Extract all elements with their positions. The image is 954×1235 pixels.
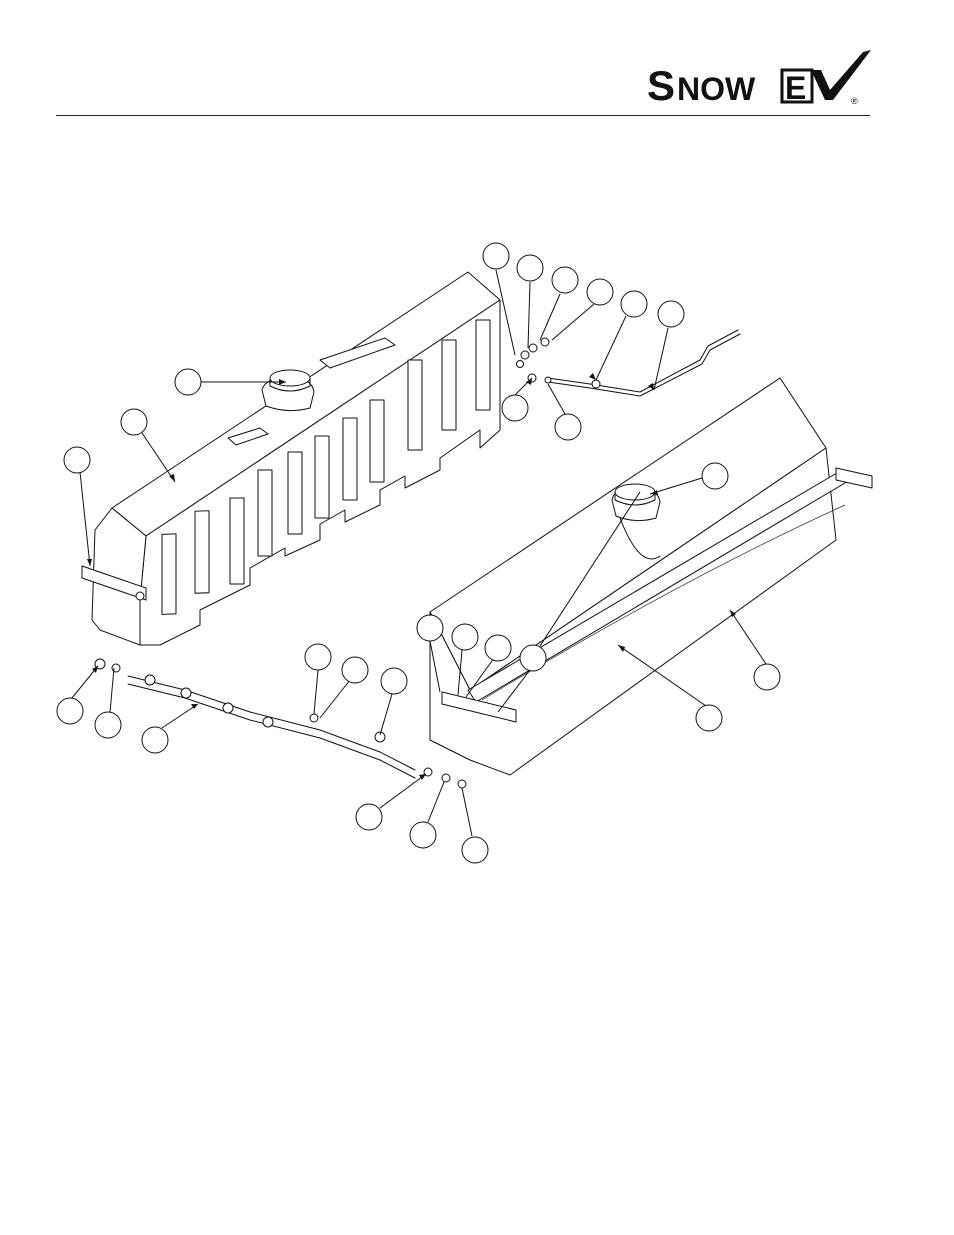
- fitting-a: [521, 351, 529, 359]
- callout-bubble: [555, 414, 581, 440]
- callout-bubble: [696, 705, 722, 731]
- upper-hose: [548, 330, 738, 392]
- hose-clamp-1: [145, 675, 155, 685]
- fitting-mid-1: [310, 714, 318, 722]
- callout-bubble: [587, 279, 613, 305]
- callout-bubble: [342, 657, 368, 683]
- left-tank-cap: [270, 370, 310, 386]
- callout-bubble: [417, 615, 443, 641]
- right-tank-cap: [615, 484, 655, 500]
- callout-bubble: [356, 804, 382, 830]
- fitting-f: [545, 377, 551, 383]
- callout-bubble: [305, 644, 331, 670]
- hose-clamp-2: [181, 688, 191, 698]
- callout-bubble: [502, 395, 528, 421]
- fitting-end-2: [442, 774, 450, 782]
- callout-bubble: [142, 727, 168, 753]
- callout-bubble: [175, 369, 201, 395]
- fitting-c: [541, 338, 549, 346]
- lower-hose-edge: [128, 684, 415, 778]
- lower-hose-assembly: [95, 659, 466, 788]
- callout-bubble: [57, 698, 83, 724]
- callout-bubble: [64, 447, 90, 473]
- fitting-left-2: [112, 664, 120, 672]
- callout-bubble: [754, 664, 780, 690]
- callout-bubble: [520, 645, 546, 671]
- callout-bubble: [621, 291, 647, 317]
- callout-bubble: [95, 712, 121, 738]
- fitting-b: [529, 344, 537, 352]
- callout-bubble: [702, 463, 728, 489]
- fitting-end-3: [458, 780, 466, 788]
- callout-bubble: [410, 822, 436, 848]
- callout-bubble: [517, 255, 543, 281]
- callout-bubble: [485, 635, 511, 661]
- callout-bubble: [121, 409, 147, 435]
- left-tank: [82, 272, 500, 645]
- left-bracket-bolt: [136, 592, 144, 600]
- callout-bubble: [552, 267, 578, 293]
- right-tank: [430, 378, 872, 775]
- upper-hose-edge: [548, 334, 740, 396]
- fitting-d: [517, 361, 524, 368]
- hose-clamp-3: [223, 703, 233, 713]
- upper-hose-assembly: [517, 330, 741, 396]
- hose-clamp-upper: [592, 380, 600, 388]
- callout-bubble: [462, 837, 488, 863]
- callout-bubble: [452, 624, 478, 650]
- callout-bubble: [381, 668, 407, 694]
- callout-bubble: [483, 243, 509, 269]
- hose-clamp-4: [263, 717, 273, 727]
- callout-bubble: [658, 301, 684, 327]
